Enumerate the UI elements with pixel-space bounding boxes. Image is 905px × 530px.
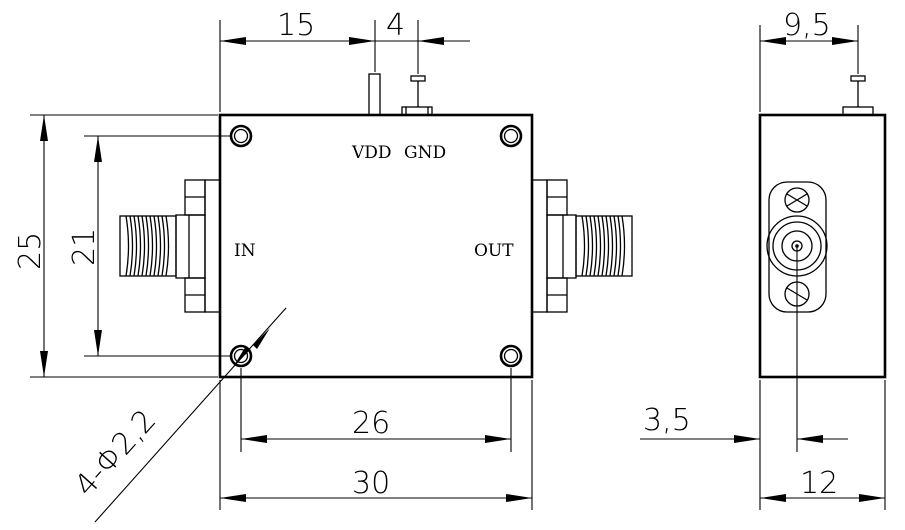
side-dimension-offset: 3,5 [640, 246, 848, 452]
dim-holes: 4-Φ2,2 [68, 403, 163, 503]
side-body [758, 113, 887, 379]
sma-connector-in [119, 179, 221, 313]
dim-9-5: 9,5 [783, 8, 831, 43]
side-gnd-terminal [842, 75, 874, 116]
gnd-terminal [401, 75, 433, 116]
dim-25: 25 [13, 232, 48, 270]
mounting-hole [499, 344, 523, 368]
dim-4: 4 [386, 8, 405, 43]
sma-connector-out [531, 179, 633, 313]
vdd-pin [368, 73, 381, 116]
in-label: IN [234, 241, 256, 261]
side-view: 9,5 3,5 12 [640, 8, 887, 510]
side-dimension-bottom: 12 [759, 380, 886, 510]
mounting-hole [499, 124, 523, 148]
mounting-hole [229, 124, 253, 148]
dim-15: 15 [277, 8, 315, 43]
dimension-height-outer: 25 [13, 114, 218, 378]
side-dimension-top: 9,5 [759, 8, 859, 112]
dimension-top: 15 4 [219, 8, 470, 112]
dim-30: 30 [352, 466, 390, 501]
dim-12: 12 [800, 466, 838, 501]
dim-26: 26 [352, 406, 390, 441]
dim-3-5: 3,5 [643, 403, 691, 438]
mounting-hole [503, 348, 519, 364]
mounting-holes [229, 124, 523, 368]
mounting-hole [229, 344, 253, 368]
dimension-holes: 4-Φ2,2 [68, 307, 287, 523]
vdd-label: VDD [351, 143, 392, 163]
mounting-hole [233, 128, 249, 144]
gnd-label: GND [404, 143, 446, 163]
dim-21: 21 [67, 228, 102, 266]
dimension-height-inner: 21 [67, 135, 230, 357]
front-view: VDD GND IN OUT [13, 8, 633, 523]
dimension-width-inner: 26 [240, 368, 512, 452]
mounting-hole [503, 128, 519, 144]
out-label: OUT [474, 241, 514, 261]
mounting-hole [233, 348, 249, 364]
dimension-width-outer: 30 [219, 380, 533, 510]
